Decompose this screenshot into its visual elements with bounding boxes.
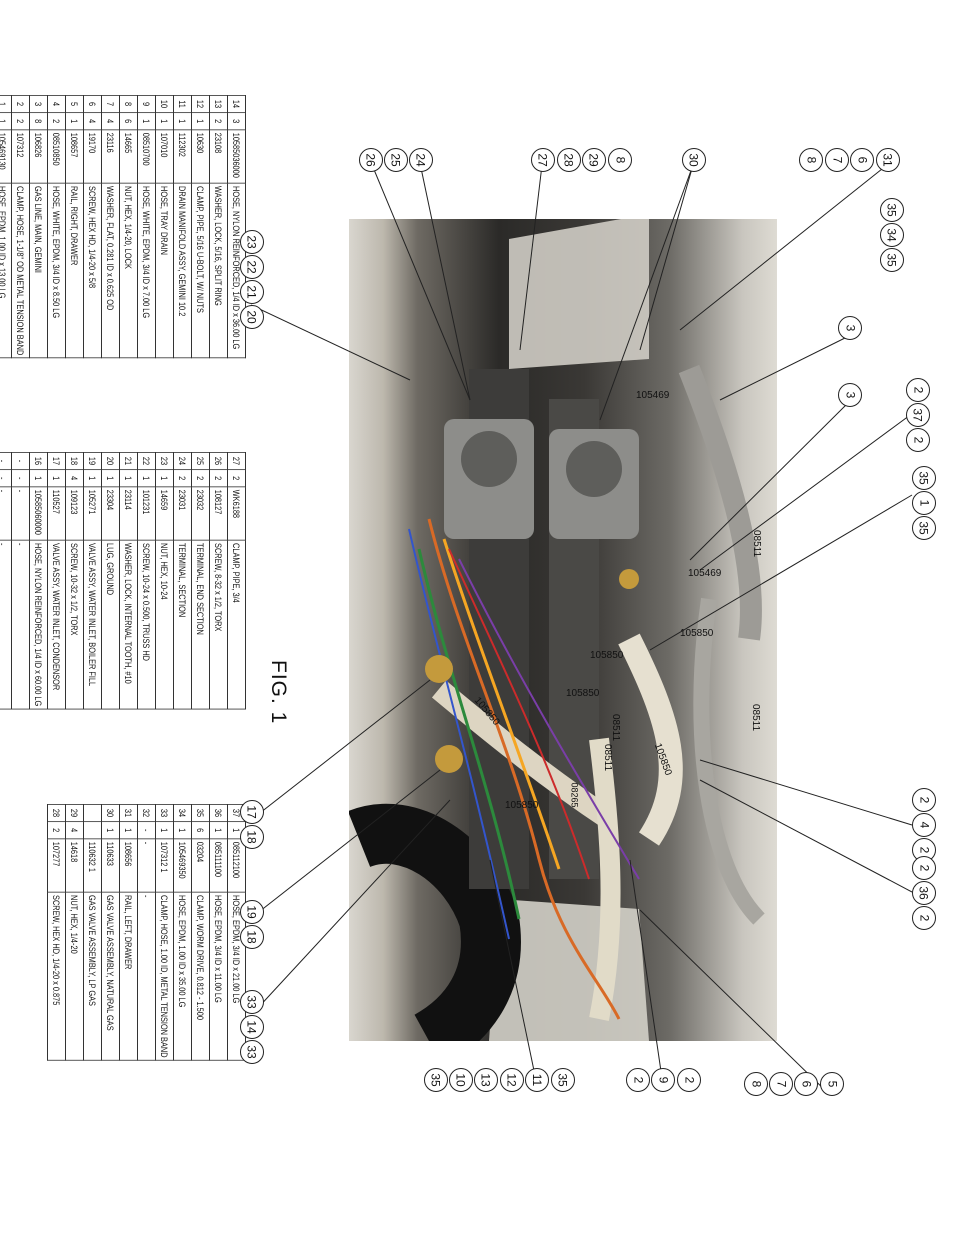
callout-8-bottom: 8 [744,1072,768,1096]
callout-3-b: 3 [838,383,862,407]
callout-29: 29 [582,148,606,172]
photo-label-105469-mid: 105469 [688,568,722,579]
photo-label-08511-a: 08511 [751,529,763,558]
callout-14: 14 [240,1015,264,1039]
photo-label-105469-top: 105469 [636,390,670,401]
callout-18-b: 18 [240,925,264,949]
callout-37: 37 [906,403,930,427]
callout-2-c: 2 [912,788,936,812]
callout-33-a: 33 [240,990,264,1014]
callout-13: 13 [474,1068,498,1092]
callout-3-a: 3 [838,316,862,340]
callout-17: 17 [240,800,264,824]
callout-2-b: 2 [906,428,930,452]
callout-31: 31 [876,148,900,172]
callout-24: 24 [409,148,433,172]
callout-21: 21 [240,280,264,304]
callout-18-a: 18 [240,825,264,849]
callout-22: 22 [240,255,264,279]
callout-7-bottom: 7 [769,1072,793,1096]
callout-35-f: 35 [551,1068,575,1092]
callout-10: 10 [449,1068,473,1092]
photo-label-105850-f: 105850 [590,650,624,661]
photo-label-105850-b: 105850 [566,688,600,699]
callout-9: 9 [651,1068,675,1092]
photo-label-105850-d: 105850 [505,800,539,811]
callout-19: 19 [240,900,264,924]
callout-8-top: 8 [608,148,632,172]
callout-34: 34 [880,223,904,247]
photo-label-08511-c: 08511 [750,703,762,732]
photo-label-105850-a: 105850 [680,628,714,639]
callout-11: 11 [525,1068,549,1092]
callout-35-e: 35 [424,1068,448,1092]
callout-6-bottom: 6 [794,1072,818,1096]
callout-20: 20 [240,305,264,329]
callout-2-a: 2 [906,378,930,402]
callout-2-f: 2 [912,906,936,930]
callout-12: 12 [500,1068,524,1092]
callout-6-top: 6 [850,148,874,172]
callout-35-b: 35 [880,248,904,272]
photo-label-08511-b: 08511 [610,713,622,742]
callout-35-d: 35 [912,516,936,540]
callout-23: 23 [240,230,264,254]
photo-label-08511-d: 08511 [602,743,614,772]
callout-8-top-right: 8 [799,148,823,172]
callout-4: 4 [912,813,936,837]
callout-1: 1 [912,491,936,515]
callout-28: 28 [557,148,581,172]
equipment-photo [349,219,777,1041]
callout-35-a: 35 [880,198,904,222]
callout-2-e: 2 [912,856,936,880]
callout-2-h: 2 [677,1068,701,1092]
callout-25: 25 [384,148,408,172]
callout-7-top: 7 [825,148,849,172]
callout-36: 36 [912,881,936,905]
photo-label-08265: 08265 [569,782,580,808]
callout-27: 27 [531,148,555,172]
callout-33-b: 33 [240,1040,264,1064]
callout-35-c: 35 [912,466,936,490]
callout-5: 5 [820,1072,844,1096]
callout-2-g: 2 [626,1068,650,1092]
callout-26: 26 [359,148,383,172]
callout-30: 30 [682,148,706,172]
